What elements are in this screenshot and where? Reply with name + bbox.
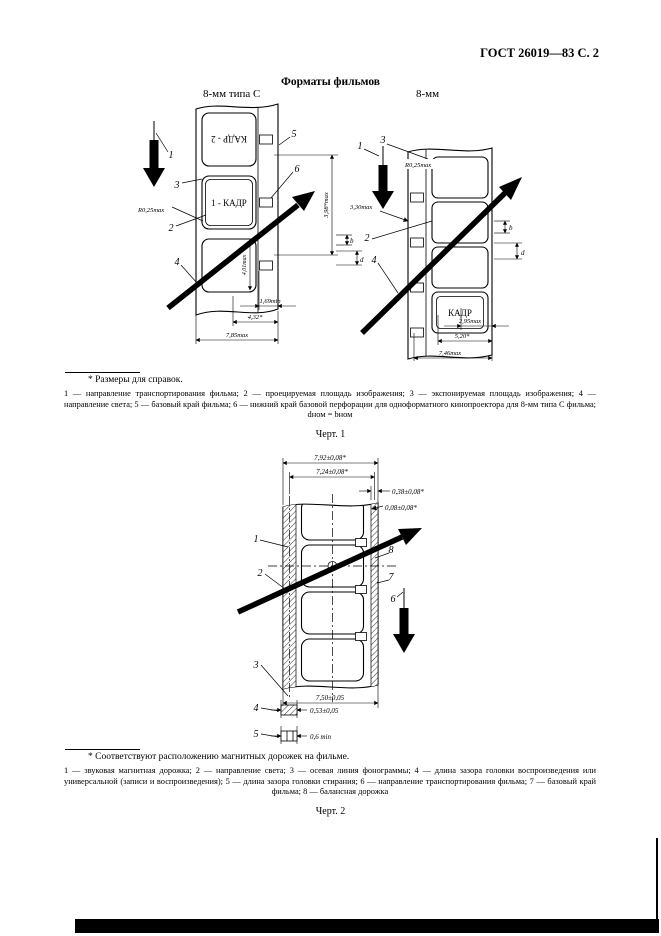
- fig2-callout-base-edge: 7: [389, 572, 395, 583]
- perforation: [355, 538, 367, 547]
- play-head-gap: [280, 704, 298, 716]
- fig1-right-callout-exposed: 3: [380, 135, 386, 146]
- footnote-rule: [65, 372, 140, 373]
- fig1-left-frame1-label: 1 - КАДР: [211, 198, 247, 208]
- fig1-right-dim-b: b: [509, 224, 513, 232]
- fig1-right-callout-projected: 2: [365, 233, 370, 244]
- footnote-rule: [65, 749, 140, 750]
- fig2-track-width-dim: 0,38±0,08*: [392, 488, 424, 496]
- fig1-right-film-strip: [407, 147, 493, 360]
- fig1-caption: 1 — направление транспортирования фильма…: [64, 389, 596, 420]
- fig1-left-callout-exposed: 3: [174, 180, 180, 191]
- fig1-left-callout-light: 4: [175, 257, 180, 268]
- fig1-left-callout-transport: 1: [169, 150, 174, 161]
- page-title: Форматы фильмов: [280, 76, 381, 88]
- fig2-play-gap-dim: 0,53±0,05: [310, 707, 339, 715]
- fig2-callout-light: 2: [258, 568, 263, 579]
- fig1-left-callout-base-edge: 5: [292, 129, 297, 140]
- fig1-left-callout-projected: 2: [169, 223, 174, 234]
- fig1-right-callout-light: 4: [372, 255, 377, 266]
- fig1-right-width-dim: 7,46max: [439, 350, 461, 357]
- fig1-right-dim-d: d: [521, 249, 525, 257]
- fig1-right-transport-arrow-icon: [372, 146, 394, 209]
- balance-track: [370, 503, 378, 689]
- fig1-left-transport-arrow-icon: [143, 121, 165, 187]
- fig2-width-bottom-dim: 7,50±0,05: [316, 694, 345, 702]
- fig1-left-dim-b: b: [350, 237, 354, 245]
- label-backplate: [403, 159, 447, 169]
- fig2-dimensions: [271, 458, 390, 744]
- fig1-left-light-arrow-icon: [166, 191, 315, 311]
- perforation: [410, 192, 424, 203]
- fig2-callout-track: 1: [254, 534, 259, 545]
- fig1-left-height-dim: 3,98*max: [323, 192, 330, 219]
- fig1-left-callout-leaders: [155, 132, 294, 284]
- fig1-right-edge-dim: 2,95max: [459, 318, 481, 325]
- fig1-left-film-strip: [195, 103, 279, 316]
- fig2-caption: 1 — звуковая магнитная дорожка; 2 — напр…: [64, 766, 596, 797]
- figure2-drawing: 1 2 3 8 7 6: [236, 454, 424, 744]
- fig2-width-outer-dim: 7,92±0,08*: [314, 454, 346, 462]
- fig1-right-frame-label: КАДР: [448, 308, 472, 318]
- perforation: [410, 237, 424, 248]
- fig2-callout-erase-gap: 5: [254, 729, 259, 740]
- page-header: ГОСТ 26019—83 С. 2: [480, 46, 599, 60]
- fig2-callout-balance: 8: [389, 545, 394, 556]
- fig1-label: Черт. 1: [315, 429, 346, 440]
- perforation: [259, 134, 273, 145]
- fig2-callout-play-gap: 4: [254, 703, 259, 714]
- bottom-scan-bar: [75, 919, 659, 933]
- magnetic-track: [283, 503, 297, 689]
- fig1-right-light-arrow-icon: [360, 177, 522, 335]
- fig1-right-callout-transport: 1: [358, 141, 363, 152]
- fig2-callout-leaders: [259, 505, 404, 738]
- fig1-left-dim-d: d: [360, 256, 364, 264]
- fig1-left-radius-label: R0,25max: [137, 207, 164, 214]
- fig1-left-width-dim: 7,85max: [226, 332, 248, 339]
- perforation: [355, 632, 367, 641]
- fig1-right-offset-dim: 3,30max: [349, 204, 372, 211]
- fig1-right-dimensions: [413, 220, 522, 361]
- fig1-right-radius-label: R0,25max: [404, 162, 431, 169]
- perforation: [355, 585, 367, 594]
- page-edge-mark: [656, 838, 658, 928]
- format-label-8mm-type-c: 8-мм типа С: [203, 88, 261, 100]
- fig2-callout-transport: 6: [391, 594, 396, 605]
- fig2-film-strip: [282, 502, 379, 690]
- fig2-callout-axis: 3: [253, 660, 259, 671]
- fig1-left-dimensions: [195, 154, 362, 344]
- fig1-left-frame2-label: КАДР - 2: [211, 134, 247, 144]
- fig2-width-inner-dim: 7,24±0,08*: [316, 468, 348, 476]
- fig2-footnote: * Соответствуют расположению магнитных д…: [88, 752, 350, 762]
- fig1-left-callout-perf-edge: 6: [295, 164, 300, 175]
- fig1-left-frame-height-dim: 4,01max: [241, 254, 248, 275]
- perforation: [259, 260, 273, 271]
- perforation: [410, 327, 424, 338]
- fig1-footnote: * Размеры для справок.: [88, 375, 183, 385]
- fig1-left-edge-dim: 1,69min: [259, 298, 280, 305]
- erase-head-gap: [280, 730, 298, 742]
- fig2-light-arrow-icon: [236, 528, 422, 615]
- fig2-transport-arrow-icon: [393, 588, 415, 653]
- fig2-label: Черт. 2: [315, 806, 346, 817]
- fig1-right-pitch-dim: 5,20*: [455, 333, 470, 340]
- figure1-drawing: КАДР - 2 1 - КАДР 1 3 2 4 5 6 R0: [137, 103, 525, 361]
- format-label-8mm: 8-мм: [416, 88, 440, 100]
- fig2-edge-gap-dim: 0,08±0,08*: [385, 504, 417, 512]
- fig1-left-pitch-dim: 4,32*: [248, 314, 263, 321]
- fig2-erase-gap-dim: 0,6 min: [310, 733, 332, 741]
- perforation: [259, 197, 273, 208]
